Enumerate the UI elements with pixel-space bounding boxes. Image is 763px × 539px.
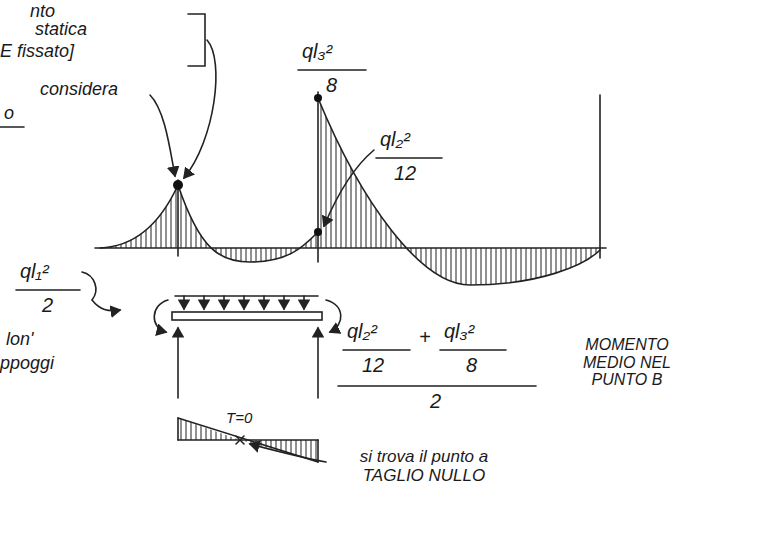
fraction-denominator: 2 — [430, 390, 441, 412]
note-text: statica — [35, 20, 87, 40]
note-text: E fissato] — [0, 42, 74, 62]
note-text: considera — [40, 80, 118, 100]
fraction-denominator: 12 — [394, 162, 416, 184]
note-text: lon' — [6, 330, 33, 350]
shear-zero-label: T=0 — [226, 410, 252, 427]
annotation-note: si trova il punto a TAGLIO NULLO — [334, 448, 514, 485]
operator-sign: + — [419, 326, 431, 348]
fraction-numerator: ql₂² — [347, 320, 377, 342]
fraction-numerator: ql₃² — [444, 320, 474, 342]
note-text: o — [4, 104, 14, 124]
fraction-denominator: 8 — [466, 354, 477, 376]
fraction-denominator: 2 — [42, 294, 53, 316]
fraction-denominator: 12 — [362, 354, 384, 376]
fraction-numerator: ql₃² — [302, 40, 332, 62]
annotation-note: MOMENTO MEDIO NEL PUNTO B — [572, 336, 682, 389]
note-text: ppoggi — [0, 354, 54, 374]
fraction-numerator: ql₂² — [380, 128, 410, 150]
fraction-numerator: ql₁² — [20, 260, 49, 282]
fraction-denominator: 8 — [326, 74, 337, 96]
note-text: nto — [30, 2, 55, 22]
